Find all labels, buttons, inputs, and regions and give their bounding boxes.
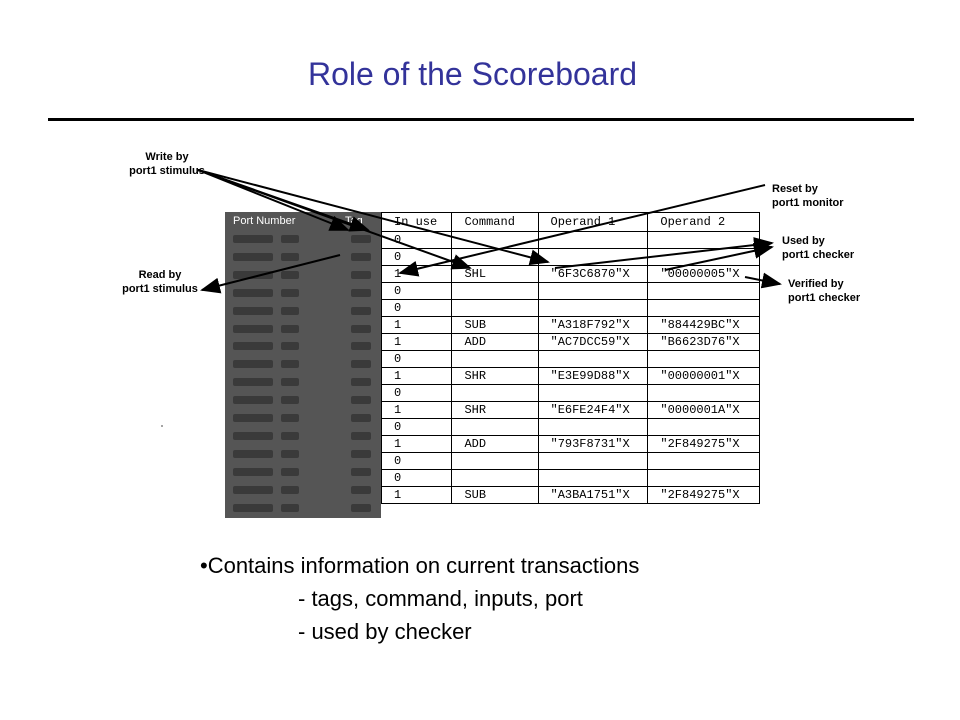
annotation-read-line1: Read by [138,269,182,281]
annotation-write-line1: Write by [145,151,189,163]
annotation-used-line2: port1 checker [782,249,855,261]
title-underline [48,118,914,121]
cell-in-use: 1 [380,486,453,504]
dark-row-texture [229,322,379,334]
annotation-used: Used by port1 checker [782,234,872,262]
dark-row-texture [229,250,379,262]
dark-row-texture [229,268,379,280]
dark-row-texture [229,286,379,298]
annotation-verified-line2: port1 checker [788,292,861,304]
dark-row-texture [229,304,379,316]
cell-operand2: "884429BC"X [647,316,760,334]
table-row: 0 [380,299,760,317]
cell-command: SUB [451,486,539,504]
annotation-read: Read by port1 stimulus [104,268,216,296]
dark-row-texture [229,483,379,495]
stray-mark [161,425,163,427]
annotation-write-line2: port1 stimulus [129,165,205,177]
dark-row-texture [229,501,379,513]
table-row: 0 [380,418,760,436]
cell-operand1: "A3BA1751"X [537,486,649,504]
slide-title: Role of the Scoreboard [307,56,638,92]
annotation-used-line1: Used by [782,235,825,247]
used-arrow-2 [664,242,774,271]
dark-row-texture [229,429,379,441]
cell-operand2: "2F849275"X [647,435,760,453]
port-number-header: Port Number [233,215,296,227]
table-row: 0 [380,452,760,470]
verified-arrow [744,272,782,289]
dark-row-texture [229,465,379,477]
read-arrow [200,254,341,294]
annotation-reset: Reset by port1 monitor [772,182,864,210]
table-row: 0 [380,384,760,402]
bullet-main: •Contains information on current transac… [200,553,640,578]
dark-row-texture [229,357,379,369]
cell-operand2: "00000001"X [647,367,760,385]
dark-row-texture [229,393,379,405]
bullet-sub-1: - tags, command, inputs, port [298,586,583,611]
scoreboard-figure: Port Number Tag In use Command Operand 1… [225,212,760,518]
used-arrow-1 [554,237,774,269]
dark-row-texture [229,375,379,387]
cell-operand1: "793F8731"X [537,435,649,453]
cell-command: SHR [451,401,539,419]
port-tag-dark-column: Port Number Tag [225,212,381,518]
cell-operand1: "E3E99D88"X [537,367,649,385]
write-arrow-4 [197,169,550,266]
table-row: 0 [380,350,760,368]
reset-arrow [398,184,766,277]
annotation-read-line2: port1 stimulus [122,283,198,295]
dark-row-texture [229,447,379,459]
dark-row-texture [229,339,379,351]
dark-row-texture [229,232,379,244]
column-header-command: Command [451,212,539,232]
dark-row-texture [229,411,379,423]
annotation-verified-line1: Verified by [788,278,844,290]
annotation-reset-line1: Reset by [772,183,818,195]
annotation-reset-line2: port1 monitor [772,197,844,209]
annotation-write: Write by port1 stimulus [112,150,222,178]
bullet-sub-2: - used by checker [298,619,472,644]
annotation-verified: Verified by port1 checker [788,277,884,305]
cell-operand1: "A318F792"X [537,316,649,334]
table-row: 0 [380,282,760,300]
table-header-row: In use Command Operand 1 Operand 2 [380,212,760,232]
cell-operand2: "2F849275"X [647,486,760,504]
cell-operand2: "0000001A"X [647,401,760,419]
column-header-operand2: Operand 2 [647,212,760,232]
write-arrow-3 [197,169,472,270]
